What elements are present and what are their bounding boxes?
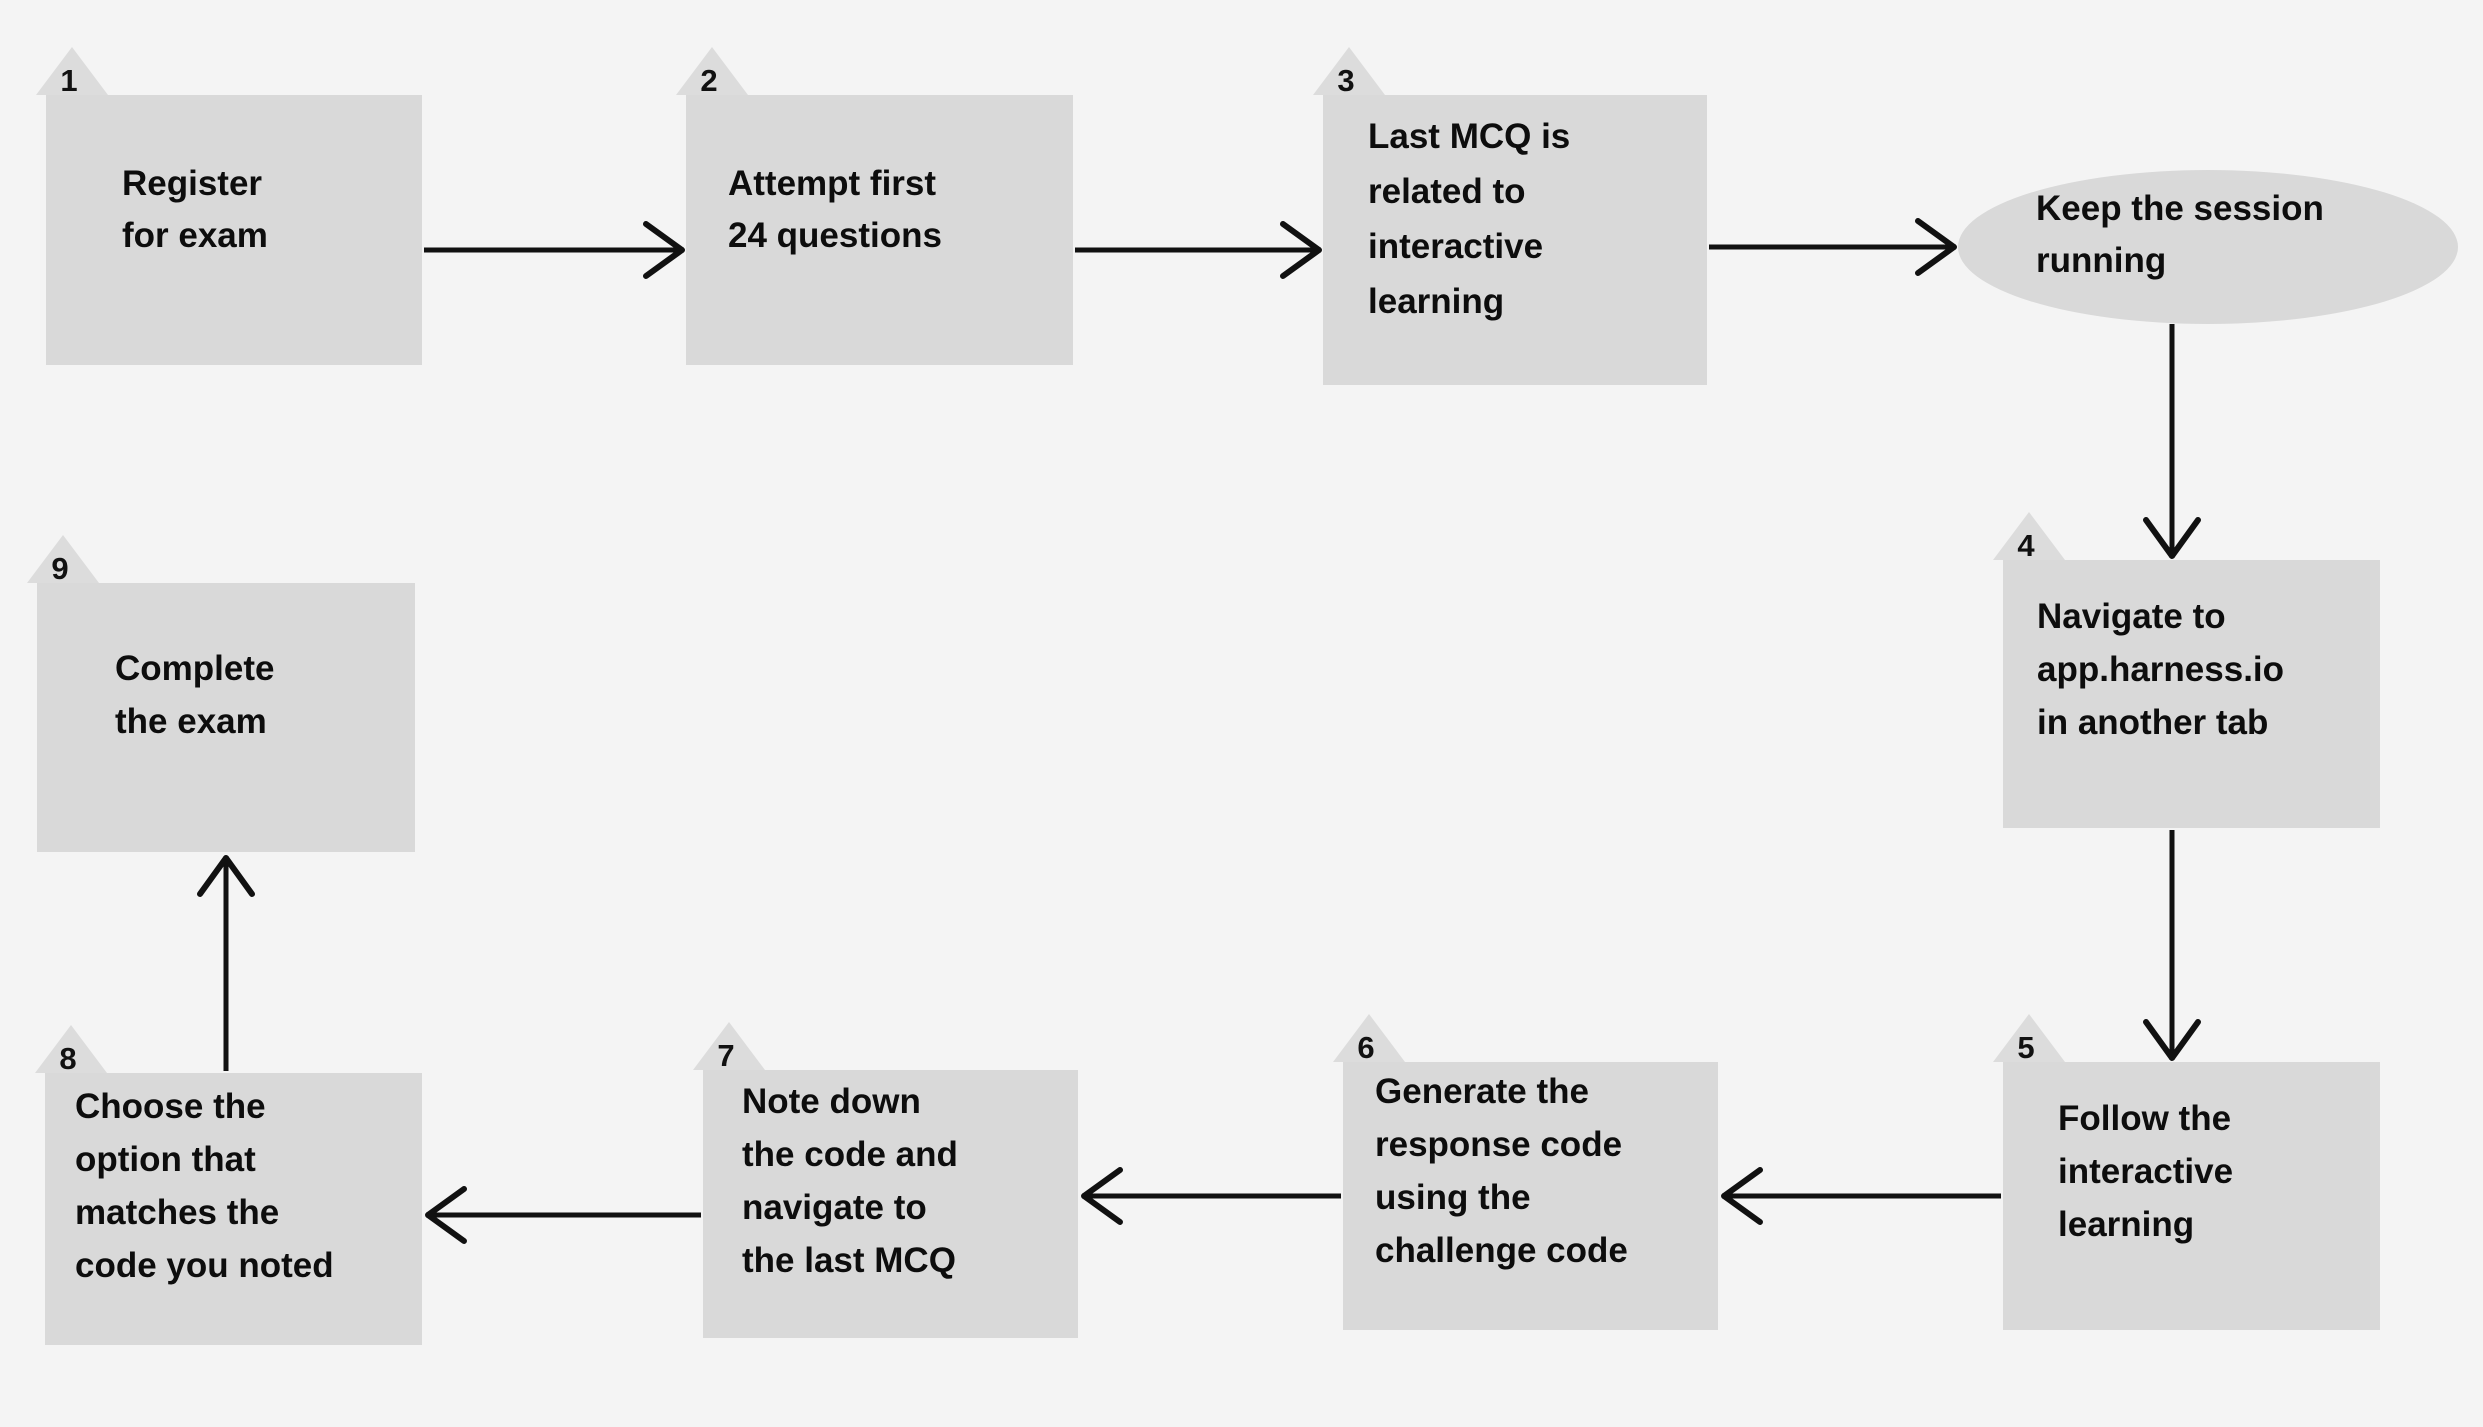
node-label-line: related to: [1368, 172, 1526, 211]
step-badge-triangle: [1993, 1014, 2065, 1062]
arrow-head-icon: [1721, 1167, 1763, 1225]
step-badge-number: 7: [717, 1038, 734, 1073]
node-label-line: interactive: [2058, 1152, 2233, 1191]
node-label-line: the last MCQ: [742, 1241, 956, 1280]
node-label-line: response code: [1375, 1125, 1622, 1164]
node-label: Navigate to app.harness.io in another tab: [2037, 597, 2284, 742]
step-badge-triangle: [1333, 1014, 1405, 1062]
node-label-line: matches the: [75, 1193, 279, 1232]
node-label-line: learning: [2058, 1205, 2194, 1244]
flow-arrow-n9-to-n10: [197, 855, 255, 1071]
node-label-line: 24 questions: [728, 216, 942, 255]
step-badge-number: 8: [59, 1041, 76, 1076]
flow-arrow-n8-to-n9: [425, 1186, 701, 1244]
node-label-line: app.harness.io: [2037, 650, 2284, 689]
node-label-line: Note down: [742, 1082, 921, 1121]
step-badge-triangle: [36, 47, 108, 95]
node-rect[interactable]: [703, 1070, 1078, 1338]
step-badge-number: 5: [2017, 1030, 2034, 1065]
node-label-line: Follow the: [2058, 1099, 2231, 1138]
node-label-line: interactive: [1368, 227, 1543, 266]
flow-node-n4[interactable]: Keep the session running: [1958, 170, 2458, 324]
step-badge-number: 6: [1357, 1030, 1374, 1065]
step-badge-number: 9: [51, 551, 68, 586]
node-label: Keep the session running: [2036, 189, 2324, 280]
node-label-line: challenge code: [1375, 1231, 1628, 1270]
arrow-head-icon: [425, 1186, 467, 1244]
edges-layer: [197, 218, 2201, 1244]
node-label: Register for exam: [122, 164, 268, 255]
arrow-head-icon: [1280, 221, 1322, 279]
node-label-line: Attempt first: [728, 164, 936, 203]
flow-arrow-n1-to-n2: [424, 221, 685, 279]
node-label-line: Last MCQ is: [1368, 117, 1570, 156]
flow-arrow-n6-to-n7: [1721, 1167, 2001, 1225]
node-label-line: option that: [75, 1140, 256, 1179]
node-label-line: navigate to: [742, 1188, 927, 1227]
node-label: Note down the code and navigate to the last…: [742, 1082, 958, 1280]
flow-arrow-n7-to-n8: [1081, 1167, 1341, 1225]
flow-arrow-n5-to-n6: [2143, 830, 2201, 1061]
flow-arrow-n3-to-n4: [1709, 218, 1957, 276]
flow-arrow-n4-to-n5: [2143, 324, 2201, 559]
node-label-line: Register: [122, 164, 262, 203]
step-badge-number: 4: [2017, 528, 2035, 563]
node-rect[interactable]: [1343, 1062, 1718, 1330]
node-label-line: running: [2036, 241, 2166, 280]
arrow-head-icon: [197, 855, 255, 897]
arrow-head-icon: [1081, 1167, 1123, 1225]
step-badge-triangle: [1313, 47, 1385, 95]
node-label-line: learning: [1368, 282, 1504, 321]
flow-arrow-n2-to-n3: [1075, 221, 1322, 279]
node-label: Last MCQ is related to interactive learning: [1368, 117, 1570, 321]
node-rect[interactable]: [1323, 95, 1707, 385]
node-label: Complete the exam: [115, 649, 274, 741]
node-label-line: using the: [1375, 1178, 1531, 1217]
node-ellipse[interactable]: [1958, 170, 2458, 324]
node-label-line: Complete: [115, 649, 274, 688]
node-label-line: in another tab: [2037, 703, 2268, 742]
node-rect[interactable]: [686, 95, 1073, 365]
step-badge-number: 3: [1337, 63, 1354, 98]
step-badge-triangle: [1993, 512, 2065, 560]
node-rect[interactable]: [2003, 1062, 2380, 1330]
step-badge-triangle: [676, 47, 748, 95]
node-label-line: the exam: [115, 702, 267, 741]
step-badge-triangle: [27, 535, 99, 583]
node-label: Attempt first 24 questions: [728, 164, 942, 255]
node-label-line: for exam: [122, 216, 268, 255]
node-label-line: Generate the: [1375, 1072, 1589, 1111]
step-badge-number: 1: [60, 63, 77, 98]
node-label-line: Keep the session: [2036, 189, 2324, 228]
arrow-head-icon: [1915, 218, 1957, 276]
node-label: Follow the interactive learning: [2058, 1099, 2233, 1244]
node-rect[interactable]: [37, 583, 415, 852]
arrow-head-icon: [643, 221, 685, 279]
node-label-line: code you noted: [75, 1246, 334, 1285]
arrow-head-icon: [2143, 517, 2201, 559]
step-badge-number: 2: [700, 63, 717, 98]
node-rect[interactable]: [45, 1073, 422, 1345]
node-label: Choose the option that matches the code you…: [75, 1087, 334, 1285]
step-badge-triangle: [35, 1025, 107, 1073]
node-rect[interactable]: [46, 95, 422, 365]
node-label-line: Choose the: [75, 1087, 266, 1126]
arrow-head-icon: [2143, 1019, 2201, 1061]
node-label: Generate the response code using the challe…: [1375, 1072, 1628, 1270]
node-label-line: the code and: [742, 1135, 958, 1174]
node-label-line: Navigate to: [2037, 597, 2226, 636]
node-rect[interactable]: [2003, 560, 2380, 828]
step-badge-triangle: [693, 1022, 765, 1070]
